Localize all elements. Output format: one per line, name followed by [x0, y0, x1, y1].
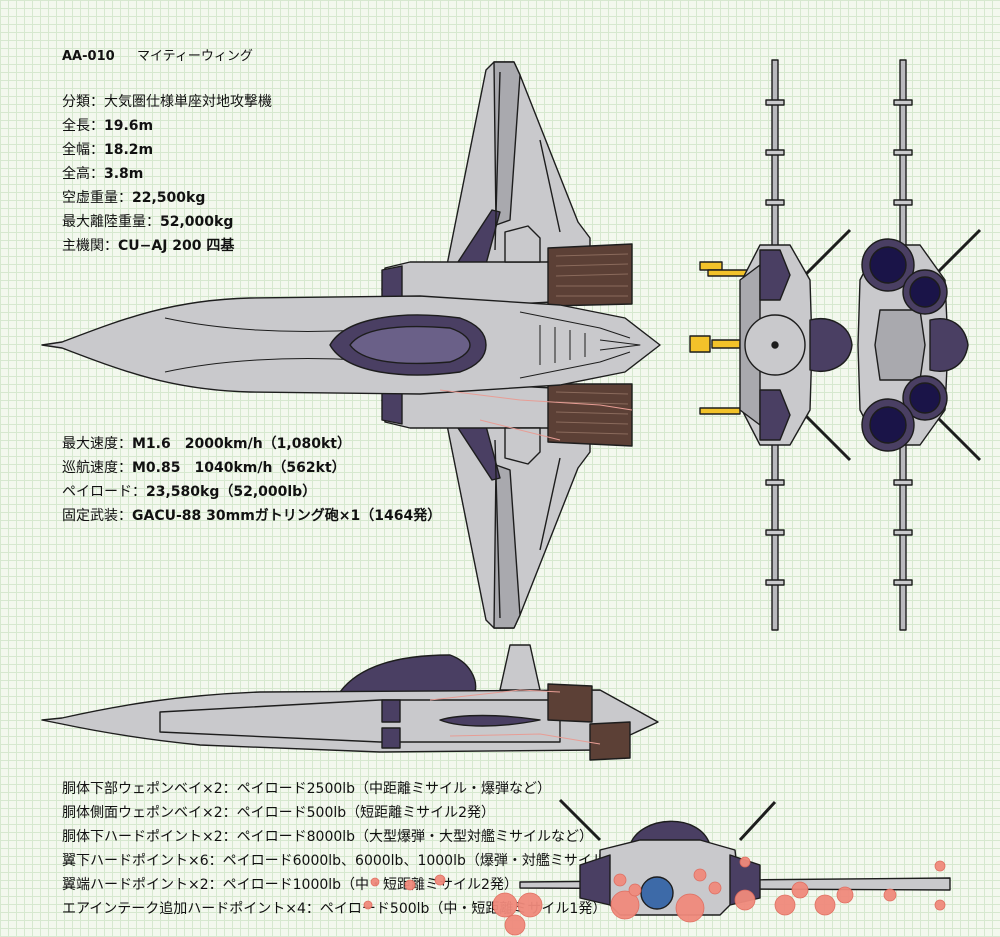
- spec-label: 全幅：: [62, 142, 104, 158]
- hardpoint-row: 翼端ハードポイント×2：ペイロード1000lb（中・短距離ミサイル2発）: [62, 877, 518, 893]
- spec-value: 22,500kg: [132, 190, 206, 206]
- spec-row: 最大離陸重量：52,000kg: [62, 211, 233, 233]
- spec-label: 全高：: [62, 166, 104, 182]
- hardpoint-row: 胴体下ハードポイント×2：ペイロード8000lb（大型爆弾・大型対艦ミサイルなど…: [62, 829, 594, 845]
- spec-label: 分類：: [62, 94, 104, 110]
- spec-value: 52,000kg: [160, 214, 234, 230]
- spec-label: 全長：: [62, 118, 104, 134]
- performance-row: 最大速度：M1.6 2000km/h（1,080kt）: [62, 433, 351, 455]
- performance-value: 23,580kg（52,000lb）: [146, 484, 317, 500]
- spec-value: 19.6m: [104, 118, 154, 134]
- hardpoint-row: 翼下ハードポイント×6：ペイロード6000lb、6000lb、1000lb（爆弾…: [62, 853, 648, 869]
- performance-label: 巡航速度：: [62, 460, 132, 476]
- performance-label: ペイロード：: [62, 484, 146, 500]
- performance-value: GACU-88 30mmガトリング砲×1（1464発）: [132, 508, 442, 524]
- hardpoint-row: 胴体側面ウェポンベイ×2：ペイロード500lb（短距離ミサイル2発）: [62, 805, 496, 821]
- performance-row: ペイロード：23,580kg（52,000lb）: [62, 481, 316, 503]
- spec-row: 空虚重量：22,500kg: [62, 187, 205, 209]
- rear-view-engine-nozzles: [861, 238, 948, 452]
- spec-row: 分類：大気圏仕様単座対地攻撃機: [62, 91, 272, 113]
- top-view-lower-exhaust: [547, 383, 633, 447]
- performance-row: 固定武装：GACU-88 30mmガトリング砲×1（1464発）: [62, 505, 441, 527]
- spec-label: 最大離陸重量：: [62, 214, 160, 230]
- rear-view-drawing: [857, 59, 982, 631]
- aircraft-name: マイティーウィング: [136, 49, 253, 64]
- hardpoint-row: エアインテーク追加ハードポイント×4：ペイロード500lb（中・短距離ミサイル1…: [62, 901, 607, 917]
- spec-value: 3.8m: [104, 166, 144, 182]
- side-view-drawing: [41, 644, 659, 761]
- performance-value: M1.6 2000km/h（1,080kt）: [132, 436, 351, 452]
- spec-row: 全高：3.8m: [62, 163, 143, 185]
- spec-value: CU−AJ 200 四基: [118, 238, 235, 254]
- spec-value: 18.2m: [104, 142, 154, 158]
- spec-row: 主機関：CU−AJ 200 四基: [62, 235, 234, 257]
- hardpoint-row: 胴体下部ウェポンベイ×2：ペイロード2500lb（中距離ミサイル・爆弾など）: [62, 781, 552, 797]
- front-view-drawing: [689, 59, 853, 631]
- performance-row: 巡航速度：M0.85 1040km/h（562kt）: [62, 457, 346, 479]
- spec-row: 全幅：18.2m: [62, 139, 153, 161]
- hardpoint-front-view-intake: [640, 876, 674, 910]
- performance-label: 固定武装：: [62, 508, 132, 524]
- spec-label: 空虚重量：: [62, 190, 132, 206]
- hardpoint-markers: [363, 856, 946, 936]
- spec-value: 大気圏仕様単座対地攻撃機: [104, 94, 272, 110]
- spec-label: 主機関：: [62, 238, 118, 254]
- spec-row: 全長：19.6m: [62, 115, 153, 137]
- performance-label: 最大速度：: [62, 436, 132, 452]
- performance-value: M0.85 1040km/h（562kt）: [132, 460, 346, 476]
- aircraft-title: AA-010 マイティーウィング: [62, 46, 253, 68]
- aircraft-code: AA-010: [62, 49, 115, 64]
